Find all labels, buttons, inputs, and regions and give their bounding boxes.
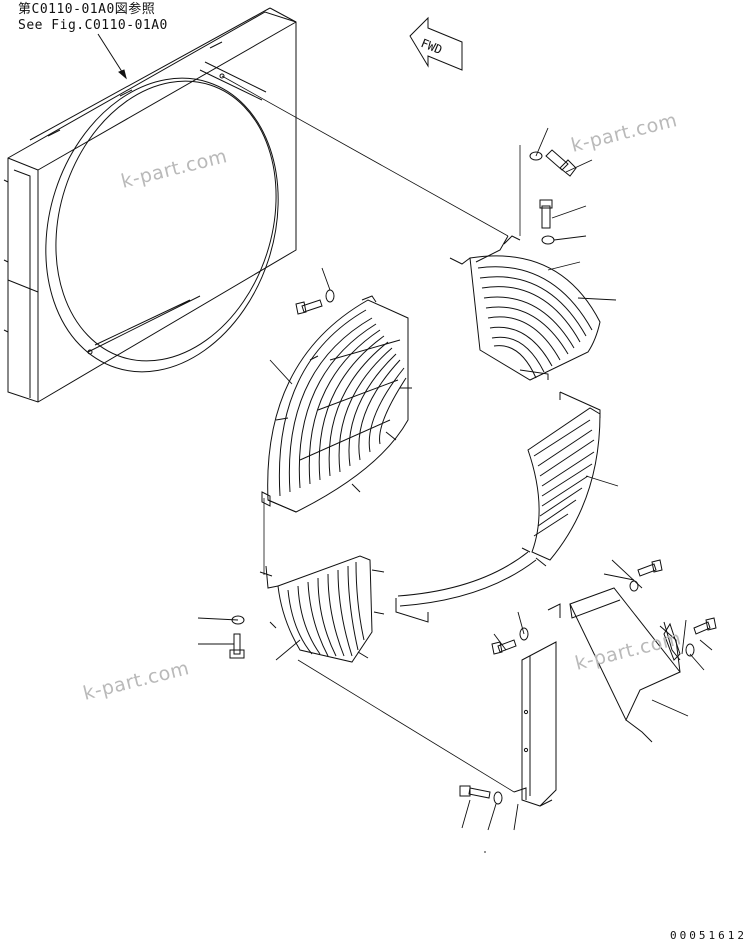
reference-note-jp: 第C0110-01A0図参照 (18, 2, 156, 17)
stay-bracket-horizontal (569, 587, 681, 743)
washer-upper-left (325, 289, 335, 303)
fan-guard-lower-right (395, 391, 601, 623)
bolt-bottom (459, 785, 491, 799)
alignment-line-upper (221, 75, 509, 237)
bolt-upper-left (295, 299, 323, 315)
fan-guard-upper-right (449, 235, 601, 381)
bolt-bracket-left (491, 639, 517, 655)
bolt-lower-left (229, 633, 245, 659)
bolt-mid-right (539, 199, 553, 229)
callout-leaders (197, 127, 713, 853)
shroud-opening (45, 77, 279, 373)
washer-mid-right (541, 235, 555, 245)
shroud-frame (3, 7, 297, 403)
reference-note: 第C0110-01A0図参照 See Fig.C0110-01A0 (18, 2, 168, 34)
bolt-bracket-right (637, 559, 663, 577)
washer-bracket-left (519, 627, 529, 641)
alignment-line-lower (297, 659, 515, 793)
reference-note-en: See Fig.C0110-01A0 (18, 18, 168, 33)
washer-bracket-right (629, 580, 639, 592)
drawing-number: 00051612 (670, 929, 747, 942)
washer-bottom (493, 791, 503, 805)
reference-arrowhead (118, 69, 127, 80)
small-plate (663, 622, 681, 661)
bolt-far-right (693, 617, 717, 635)
bolt-upper-right (545, 149, 577, 177)
fan-guard-upper-left (261, 295, 412, 513)
fwd-arrow: FWD (409, 16, 463, 71)
stay-bracket-vertical (513, 603, 561, 807)
fan-guard-lower-left (259, 555, 385, 663)
washer-upper-right (529, 151, 543, 161)
washer-far-right (685, 643, 695, 657)
